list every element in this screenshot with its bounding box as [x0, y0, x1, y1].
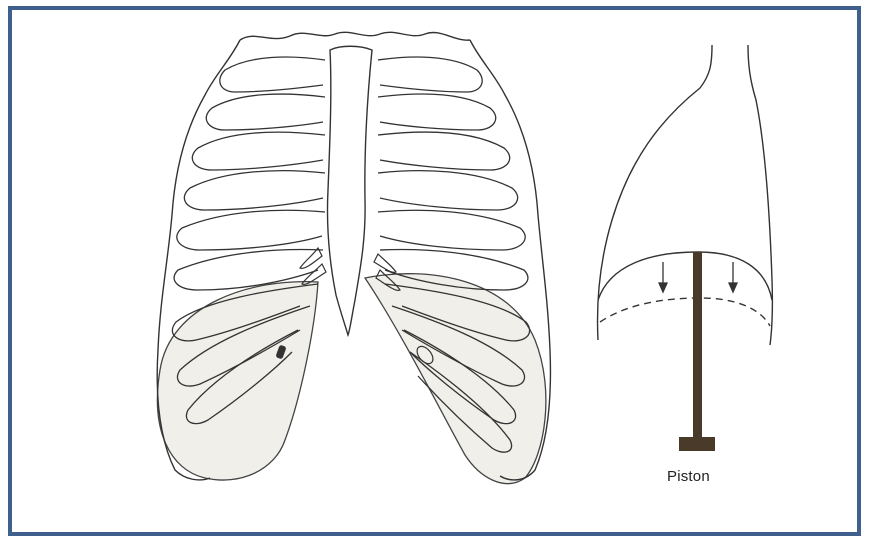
- model-cavity-outline: [598, 45, 773, 345]
- diaphragm-lowered-line: [600, 298, 770, 326]
- diaphragm-resting-line: [598, 252, 772, 300]
- piston-rod: [693, 252, 702, 438]
- right-diaphragm-dome: [365, 274, 546, 484]
- piston-label: Piston: [667, 468, 710, 485]
- piston-base: [679, 437, 715, 451]
- sternum: [327, 46, 372, 335]
- piston-model: [598, 45, 773, 451]
